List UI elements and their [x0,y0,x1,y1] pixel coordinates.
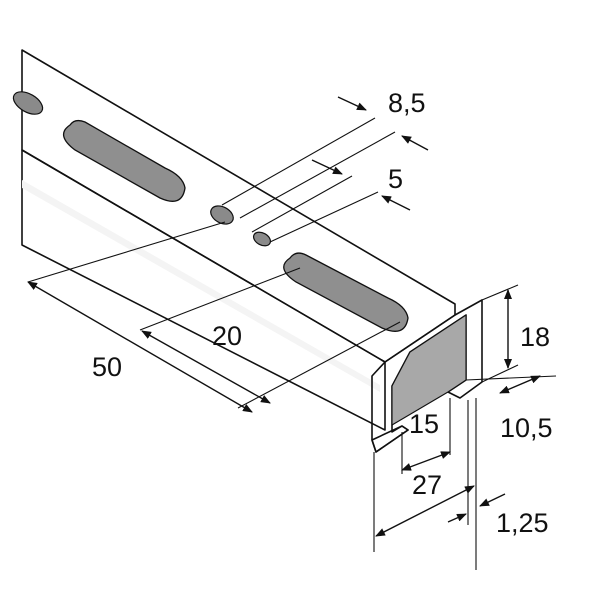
arrow-5-right [381,195,411,211]
slot-hole-left [63,119,186,202]
label-8-5: 8,5 [388,88,426,118]
dimline-15 [401,451,451,471]
label-10-5: 10,5 [500,413,553,443]
dimline-20 [141,330,271,404]
round-hole-edge [12,91,44,115]
label-27: 27 [412,470,442,500]
ext-line-50-b [237,321,401,409]
c-profile-lip [371,425,409,453]
label-50: 50 [92,352,122,382]
ext-line-8-5-b [239,131,396,219]
ext-line-10-5 [465,375,557,381]
arrow-8-5-left [337,96,367,111]
dimline-10-5 [499,375,541,394]
arrow-5-left [311,159,343,175]
ext-line-20 [139,267,301,331]
ext-line-50-a [27,221,226,283]
label-20: 20 [212,321,242,351]
round-hole-5 [252,231,272,247]
label-1-25: 1,25 [496,508,549,538]
label-18: 18 [520,322,550,352]
slot-hole-right [283,252,409,332]
ext-line-18-top [481,284,519,301]
dimline-27 [375,485,475,537]
ext-line-5-b [269,191,379,243]
round-hole-8-5 [210,205,234,225]
rail-side-face [21,149,386,431]
label-15: 15 [409,409,439,439]
arrow-1-25-right [479,493,506,507]
ext-line-8-5-a [221,117,376,206]
arrow-8-5-right [401,135,429,151]
arrow-1-25-left [447,513,467,523]
label-5: 5 [388,164,403,194]
ext-line-5-a [251,175,353,233]
